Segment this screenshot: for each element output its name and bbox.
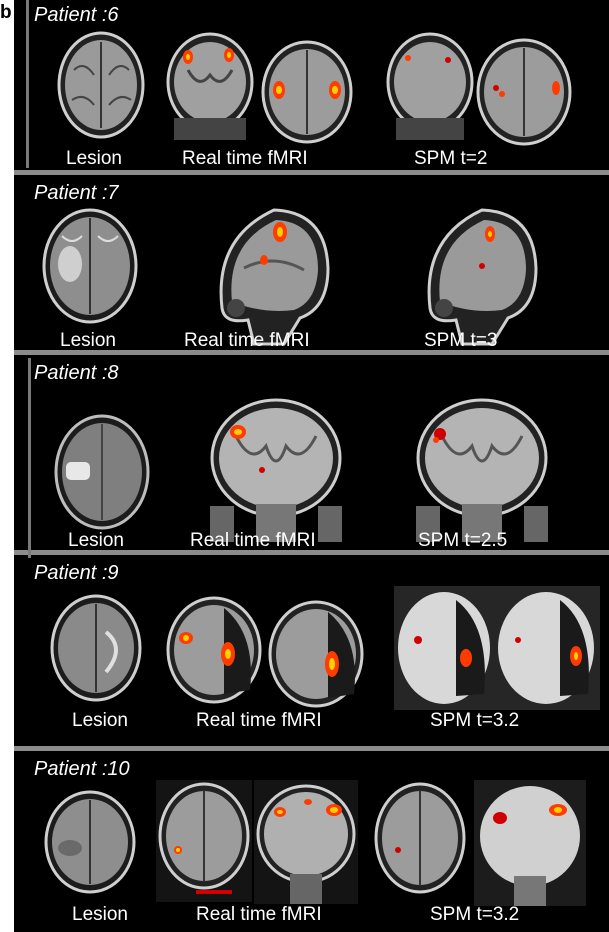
panel-patient-10: Patient :10 xyxy=(14,754,609,932)
lesion-axial-scan xyxy=(57,31,145,139)
lesion-caption: Lesion xyxy=(60,330,116,350)
spm-sagittal-scan xyxy=(427,208,538,346)
realtime-coronal-scan xyxy=(254,780,358,904)
realtime-axial-scan-2 xyxy=(268,600,364,708)
realtime-axial-scan xyxy=(156,780,252,902)
realtime-fmri-caption: Real time fMRI xyxy=(190,530,316,550)
lesion-caption: Lesion xyxy=(68,530,124,550)
spm-caption: SPM t=3 xyxy=(424,330,498,350)
panel-patient-7: Patient :7 Lesion Real time fMRI SPM t=3 xyxy=(14,178,609,350)
spm-caption: SPM t=2.5 xyxy=(418,530,508,550)
lesion-caption: Lesion xyxy=(72,710,128,731)
spm-axial-scan-pair xyxy=(394,586,600,710)
panel-patient-8: Patient :8 Lesion Real time fMRI SPM xyxy=(14,358,609,550)
figure-label: b xyxy=(0,2,12,23)
panel-patient-6: Patient :6 xyxy=(14,0,609,168)
panel-border-line xyxy=(26,0,29,168)
realtime-coronal-scan xyxy=(210,398,342,542)
lesion-caption: Lesion xyxy=(66,148,122,168)
lesion-axial-scan xyxy=(50,594,142,702)
panel-divider xyxy=(14,170,609,175)
spm-coronal-scan xyxy=(416,398,548,542)
panel-border-line xyxy=(28,358,31,558)
lesion-axial-scan xyxy=(54,414,150,530)
realtime-fmri-caption: Real time fMRI xyxy=(182,148,308,168)
spm-caption: SPM t=2 xyxy=(414,148,488,168)
realtime-fmri-caption: Real time fMRI xyxy=(196,710,322,731)
realtime-axial-scan xyxy=(261,40,353,144)
spm-caption: SPM t=3.2 xyxy=(430,904,520,925)
figure-panel-stack: Patient :6 xyxy=(14,0,609,932)
lesion-axial-scan xyxy=(42,208,138,324)
realtime-fmri-caption: Real time fMRI xyxy=(196,904,322,925)
panel-title: Patient :7 xyxy=(34,182,119,204)
panel-title: Patient :9 xyxy=(34,562,119,584)
spm-caption: SPM t=3.2 xyxy=(430,710,520,731)
panel-title: Patient :8 xyxy=(34,362,119,384)
spm-axial-scan xyxy=(476,38,572,146)
panel-title: Patient :10 xyxy=(34,758,130,780)
realtime-axial-scan xyxy=(166,596,262,704)
panel-title: Patient :6 xyxy=(34,4,119,26)
realtime-fmri-caption: Real time fMRI xyxy=(184,330,310,350)
panel-patient-9: Patient :9 Lesio xyxy=(14,558,609,746)
panel-divider xyxy=(14,350,609,355)
spm-coronal-scan xyxy=(474,780,586,906)
panel-divider xyxy=(14,550,609,555)
lesion-axial-scan xyxy=(44,790,136,894)
spm-coronal-scan xyxy=(386,32,474,140)
realtime-coronal-scan xyxy=(166,32,254,140)
panel-divider xyxy=(14,746,609,751)
lesion-caption: Lesion xyxy=(72,904,128,925)
realtime-sagittal-scan xyxy=(219,208,330,346)
spm-axial-scan xyxy=(374,782,466,894)
